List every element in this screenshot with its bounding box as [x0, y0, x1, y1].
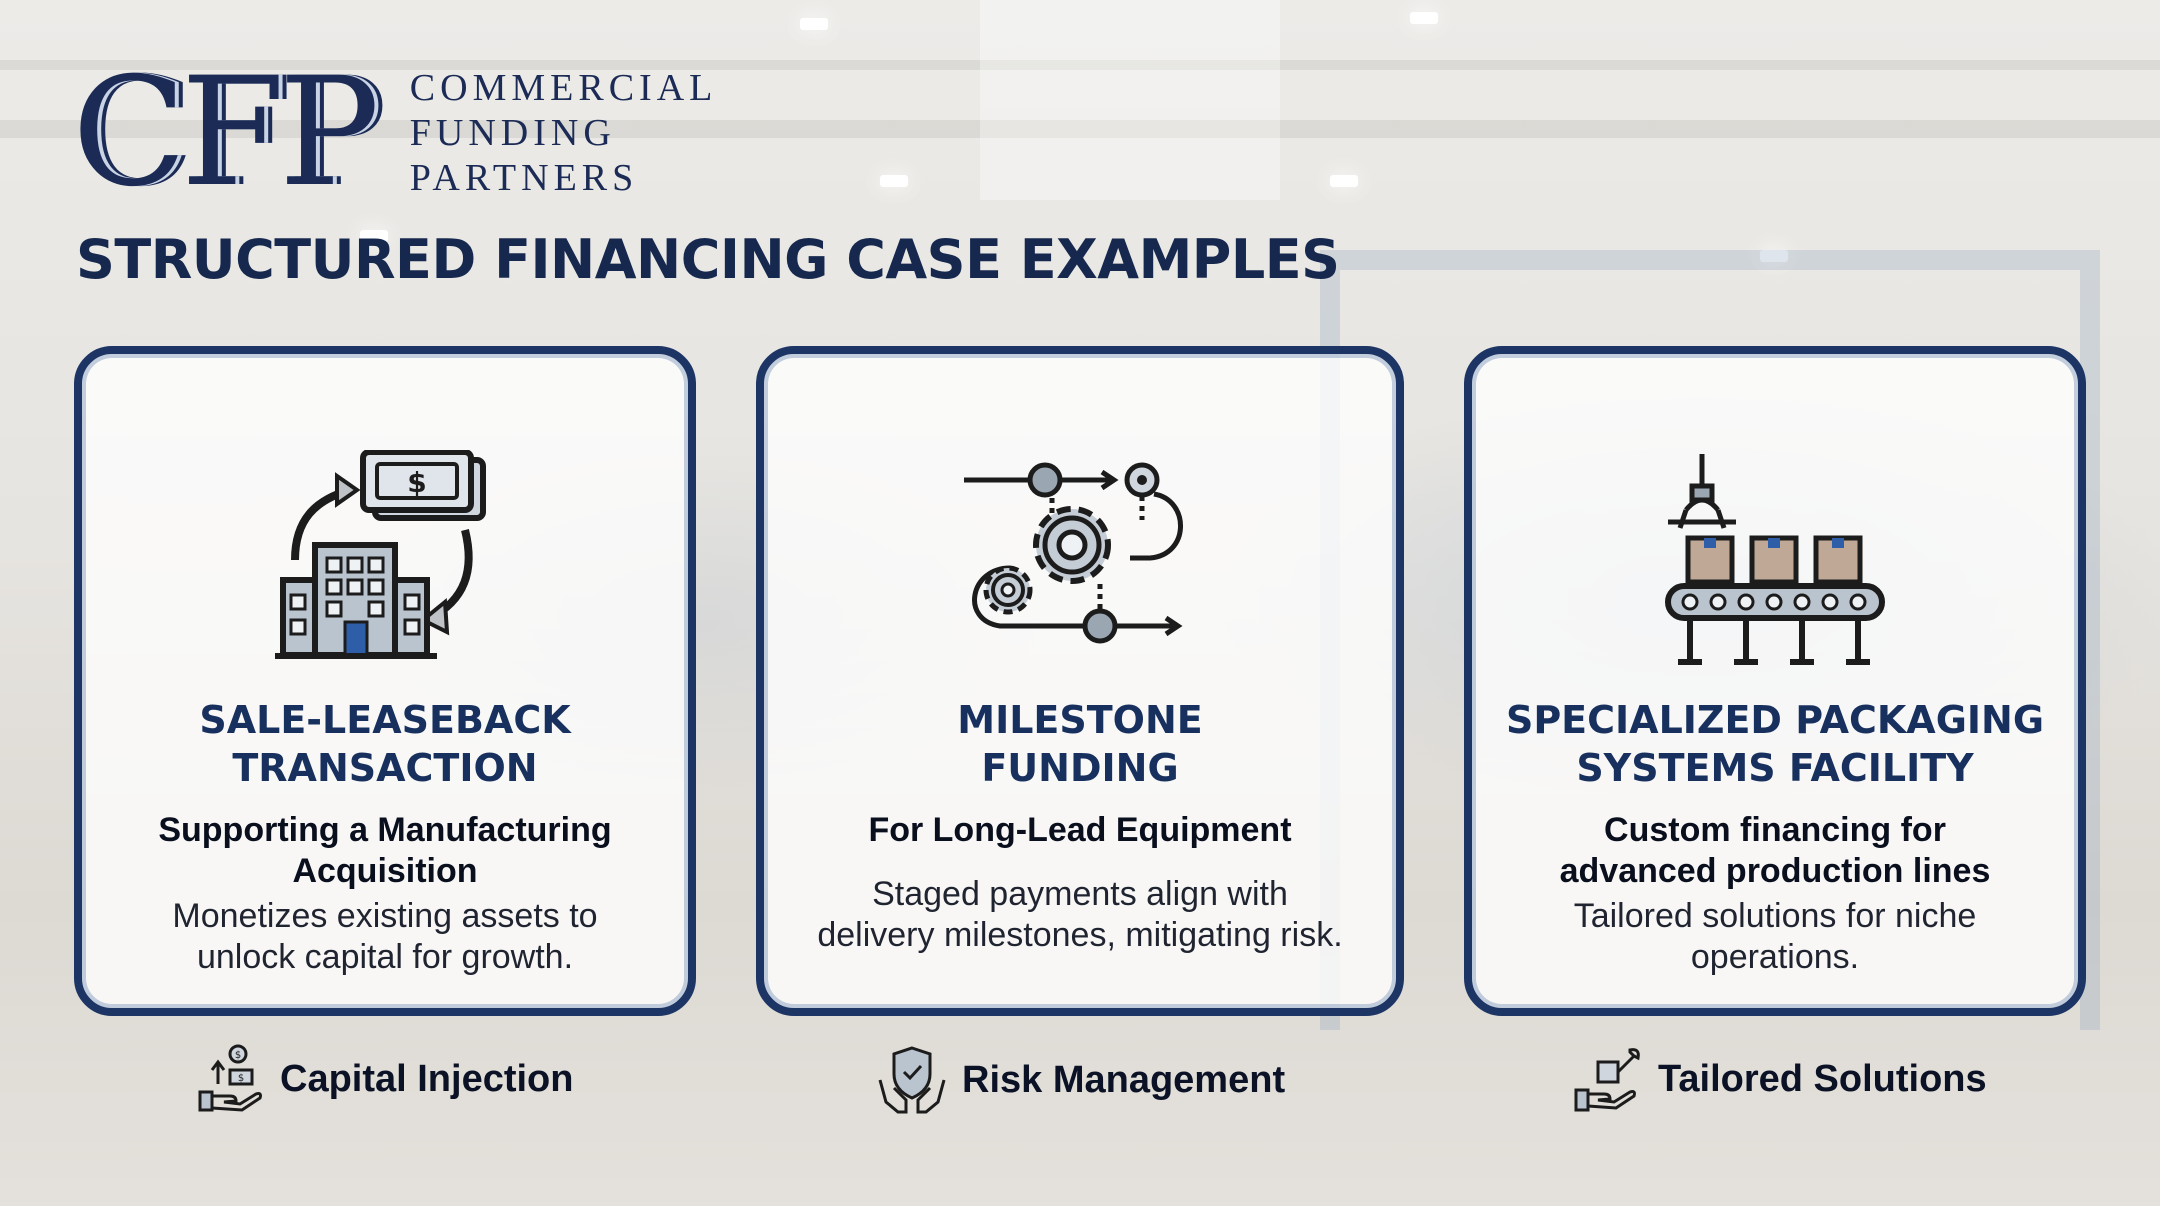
case-card-milestone-funding: MILESTONE FUNDING For Long-Lead Equipmen… — [756, 346, 1404, 1016]
card-subtitle-line: Custom financing for — [1604, 811, 1946, 849]
card-description-line: Tailored solutions for niche — [1573, 897, 1977, 935]
card-title: SPECIALIZED PACKAGING SYSTEMS FACILITY — [1472, 696, 2078, 792]
svg-text:$: $ — [235, 1050, 241, 1061]
page-title: STRUCTURED FINANCING CASE EXAMPLES — [76, 228, 1340, 291]
card-title-line: FUNDING — [981, 746, 1179, 790]
card-subtitle-line: advanced production lines — [1559, 852, 1991, 890]
svg-text:$: $ — [238, 1073, 244, 1084]
card-subtitle-line: For Long-Lead Equipment — [868, 811, 1292, 849]
card-description-line: unlock capital for growth. — [196, 938, 574, 976]
hands-shield-icon — [878, 1046, 946, 1114]
feature-capital-injection: $ $ Capital Injection — [196, 1044, 573, 1114]
feature-risk-management: Risk Management — [876, 1044, 1285, 1116]
feature-label: Tailored Solutions — [1658, 1057, 1987, 1100]
card-description-line: Staged payments align with — [872, 875, 1288, 913]
card-description: Staged payments align with delivery mile… — [784, 874, 1376, 956]
card-title-line: SPECIALIZED PACKAGING — [1505, 698, 2045, 742]
case-card-sale-leaseback: $ SALE-LEASEBACK TRANSACTION Supporting … — [74, 346, 696, 1016]
card-description-line: delivery milestones, mitigating risk. — [817, 916, 1343, 954]
hand-money-up-icon: $ $ — [198, 1044, 262, 1112]
feature-label: Capital Injection — [280, 1057, 574, 1100]
case-card-packaging-facility: SPECIALIZED PACKAGING SYSTEMS FACILITY C… — [1464, 346, 2086, 1016]
logo-line-3: PARTNERS — [409, 156, 639, 199]
logo-wordmark: COMMERCIAL FUNDING PARTNERS — [410, 66, 718, 201]
building-cash-cycle-icon: $ — [275, 450, 486, 659]
feature-label: Risk Management — [962, 1058, 1286, 1101]
card-description-line: operations. — [1690, 938, 1860, 976]
card-subtitle-line: Acquisition — [292, 852, 478, 890]
card-subtitle: Custom financing for advanced production… — [1492, 810, 2058, 892]
logo-line-1: COMMERCIAL — [409, 66, 718, 109]
conveyor-packaging-icon — [1665, 454, 1885, 665]
brand-logo: CFP COMMERCIAL FUNDING PARTNERS — [72, 58, 717, 208]
card-title: MILESTONE FUNDING — [764, 696, 1396, 792]
card-description: Monetizes existing assets to unlock capi… — [102, 896, 668, 978]
card-subtitle: Supporting a Manufacturing Acquisition — [102, 810, 668, 892]
card-subtitle-line: Supporting a Manufacturing — [158, 811, 612, 849]
card-title-line: MILESTONE — [957, 698, 1203, 742]
card-title: SALE-LEASEBACK TRANSACTION — [82, 696, 688, 792]
svg-text:$: $ — [407, 466, 426, 499]
card-title-line: SALE-LEASEBACK — [199, 698, 571, 742]
feature-tailored-solutions: Tailored Solutions — [1572, 1044, 1987, 1114]
card-title-line: TRANSACTION — [232, 746, 538, 790]
logo-line-2: FUNDING — [409, 111, 616, 154]
card-description: Tailored solutions for niche operations. — [1492, 896, 2058, 978]
card-title-line: SYSTEMS FACILITY — [1576, 746, 1974, 790]
gears-process-flow-icon — [964, 462, 1183, 644]
hand-tools-icon — [1574, 1048, 1640, 1112]
logo-mark: CFP — [72, 46, 380, 220]
card-subtitle: For Long-Lead Equipment — [784, 810, 1376, 851]
card-description-line: Monetizes existing assets to — [172, 897, 598, 935]
